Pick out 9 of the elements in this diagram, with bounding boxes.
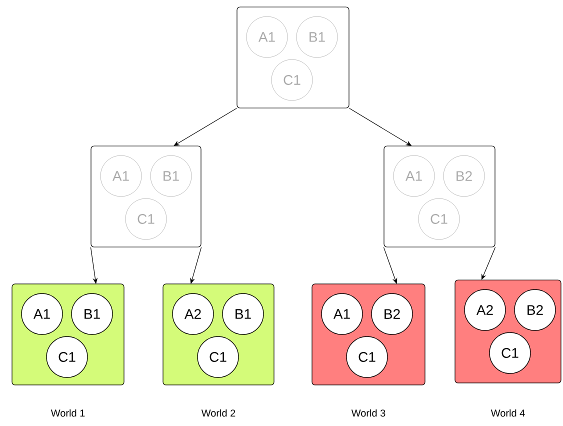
arrow bbox=[90, 246, 98, 284]
world-label: World 4 bbox=[490, 409, 525, 417]
arrow bbox=[383, 246, 398, 284]
world-label: World 1 bbox=[50, 409, 85, 417]
world-label: World 2 bbox=[201, 409, 236, 417]
arrow bbox=[174, 108, 237, 146]
world-label: World 3 bbox=[351, 409, 386, 417]
arrow bbox=[482, 246, 496, 280]
arrow bbox=[190, 246, 202, 284]
